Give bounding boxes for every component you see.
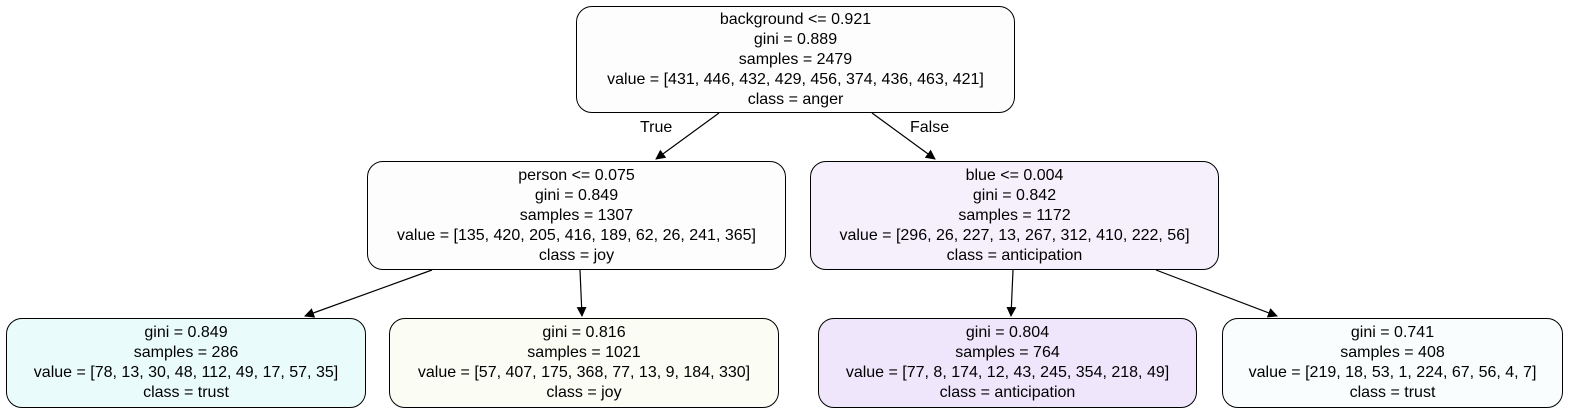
node-gini: gini = 0.842 (972, 186, 1057, 204)
node-split-condition: background <= 0.921 (719, 10, 872, 28)
node-gini: gini = 0.816 (542, 324, 626, 341)
node-class: class = anger (747, 90, 844, 108)
tree-leaf-right-left: gini = 0.804 samples = 764 value = [77, … (818, 318, 1197, 408)
node-class: class = anticipation (946, 246, 1083, 264)
node-value: value = [296, 26, 227, 13, 267, 312, 410… (839, 226, 1190, 244)
edge-right-to-right-left (1006, 269, 1017, 317)
node-class: class = joy (538, 246, 615, 264)
node-value: value = [78, 13, 30, 48, 112, 49, 17, 57… (33, 364, 339, 381)
node-split-condition: blue <= 0.004 (965, 166, 1064, 184)
node-value: value = [431, 446, 432, 429, 456, 374, 4… (607, 70, 984, 88)
edge-left-to-left-left (304, 269, 433, 318)
node-gini: gini = 0.804 (965, 324, 1050, 341)
node-samples: samples = 2479 (738, 50, 853, 68)
node-value: value = [77, 8, 174, 12, 43, 245, 354, 2… (845, 364, 1170, 381)
tree-leaf-right-right: gini = 0.741 samples = 408 value = [219,… (1222, 318, 1563, 408)
tree-leaf-left-left: gini = 0.849 samples = 286 value = [78, … (6, 318, 366, 408)
edge-label-false: False (910, 119, 950, 136)
node-value: value = [135, 420, 205, 416, 189, 62, 26… (397, 226, 756, 244)
node-samples: samples = 1172 (958, 206, 1071, 224)
node-value: value = [57, 407, 175, 368, 77, 13, 9, 1… (417, 364, 751, 381)
edge-root-to-left (655, 112, 720, 160)
node-class: class = joy (546, 384, 622, 401)
node-gini: gini = 0.889 (753, 30, 838, 48)
node-samples: samples = 764 (955, 344, 1060, 361)
node-value: value = [219, 18, 53, 1, 224, 67, 56, 4,… (1248, 364, 1537, 381)
tree-leaf-left-right: gini = 0.816 samples = 1021 value = [57,… (389, 318, 779, 408)
node-samples: samples = 1307 (519, 206, 634, 224)
node-samples: samples = 286 (133, 344, 239, 361)
tree-node-root: background <= 0.921 gini = 0.889 samples… (576, 6, 1015, 113)
node-split-condition: person <= 0.075 (518, 166, 635, 184)
node-class: class = anticipation (939, 384, 1076, 401)
edge-left-to-left-right (576, 269, 587, 317)
edge-label-true: True (640, 119, 673, 136)
node-gini: gini = 0.849 (534, 186, 619, 204)
node-gini: gini = 0.849 (144, 324, 228, 341)
edge-right-to-right-right (1155, 269, 1278, 318)
node-class: class = trust (1349, 384, 1436, 401)
node-samples: samples = 1021 (527, 344, 641, 361)
edge-root-to-right (871, 112, 936, 160)
node-gini: gini = 0.741 (1350, 324, 1435, 341)
tree-node-right: blue <= 0.004 gini = 0.842 samples = 117… (810, 161, 1219, 270)
node-samples: samples = 408 (1340, 344, 1445, 361)
node-class: class = trust (143, 384, 229, 401)
tree-node-left: person <= 0.075 gini = 0.849 samples = 1… (367, 161, 786, 270)
